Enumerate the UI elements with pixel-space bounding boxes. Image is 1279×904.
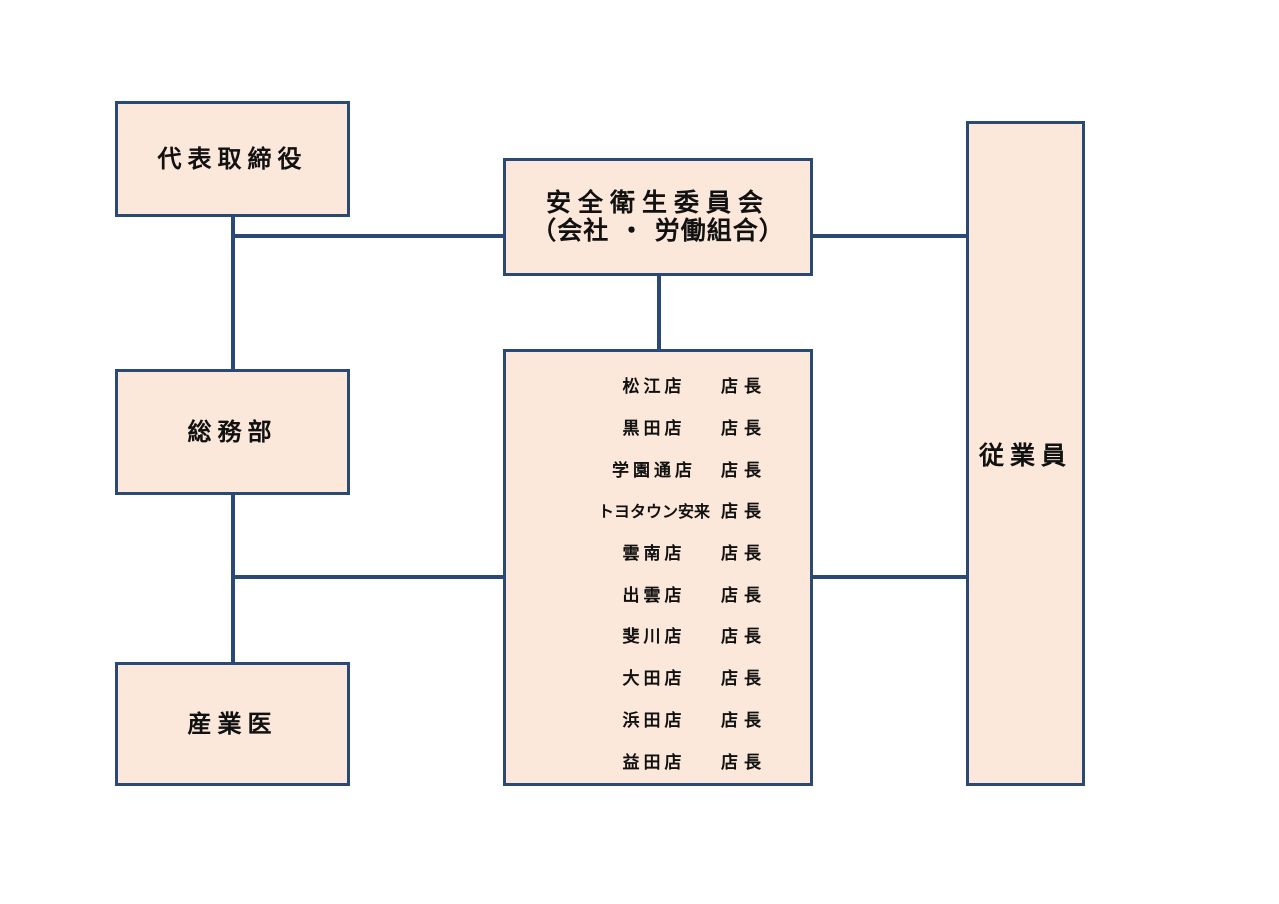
store-role: 店長	[721, 502, 767, 523]
stores-box: 松江店 店長 黒田店 店長 学園通店 店長 トヨタウン安来 店長 雲南店 店長 …	[503, 349, 813, 786]
store-row: 雲南店 店長	[587, 531, 767, 573]
ceo-box: 代表取締役	[115, 101, 350, 217]
store-name: 出雲店	[622, 585, 686, 606]
store-role: 店長	[721, 460, 767, 481]
employees-box: 従業員	[966, 121, 1085, 786]
store-name: 斐川店	[622, 627, 686, 648]
store-role: 店長	[721, 752, 767, 773]
store-role: 店長	[721, 669, 767, 690]
employees-label: 従業員	[978, 440, 1072, 470]
store-name: 雲南店	[622, 544, 686, 565]
store-name: 黒田店	[622, 419, 686, 440]
store-name: 学園通店	[612, 460, 696, 481]
store-list: 松江店 店長 黒田店 店長 学園通店 店長 トヨタウン安来 店長 雲南店 店長 …	[587, 364, 767, 781]
general-affairs-box: 総務部	[115, 369, 350, 495]
store-row: 出雲店 店長	[587, 572, 767, 614]
general-affairs-label: 総務部	[187, 417, 278, 446]
committee-label: 安全衛生委員会 （会社 ・ 労働組合）	[531, 189, 784, 245]
committee-subtitle: （会社 ・ 労働組合）	[531, 216, 785, 245]
connector-committee-to-employees	[811, 234, 968, 238]
industrial-physician-box: 産業医	[115, 662, 350, 786]
store-name: トヨタウン安来	[597, 501, 710, 521]
committee-box: 安全衛生委員会 （会社 ・ 労働組合）	[503, 158, 813, 276]
store-row: トヨタウン安来 店長	[587, 489, 767, 531]
store-name: 松江店	[622, 377, 686, 398]
connector-stores-to-employees	[811, 575, 968, 579]
connector-left-to-stores	[233, 575, 505, 579]
store-row: 浜田店 店長	[587, 698, 767, 740]
connector-left-to-committee	[233, 234, 505, 238]
store-name: 浜田店	[622, 710, 686, 731]
store-row: 黒田店 店長	[587, 406, 767, 448]
store-role: 店長	[721, 544, 767, 565]
store-role: 店長	[721, 710, 767, 731]
store-role: 店長	[721, 377, 767, 398]
ceo-label: 代表取締役	[157, 144, 308, 173]
connector-committee-to-stores	[657, 274, 661, 351]
industrial-physician-label: 産業医	[187, 709, 278, 738]
store-row: 松江店 店長	[587, 364, 767, 406]
committee-title: 安全衛生委員会	[545, 188, 770, 217]
store-name: 益田店	[622, 752, 686, 773]
store-row: 大田店 店長	[587, 656, 767, 698]
store-row: 斐川店 店長	[587, 614, 767, 656]
store-role: 店長	[721, 585, 767, 606]
connector-ceo-to-general-affairs	[231, 216, 235, 370]
store-role: 店長	[721, 627, 767, 648]
store-role: 店長	[721, 419, 767, 440]
store-row: 益田店 店長	[587, 739, 767, 781]
store-name: 大田店	[622, 669, 686, 690]
store-row: 学園通店 店長	[587, 447, 767, 489]
